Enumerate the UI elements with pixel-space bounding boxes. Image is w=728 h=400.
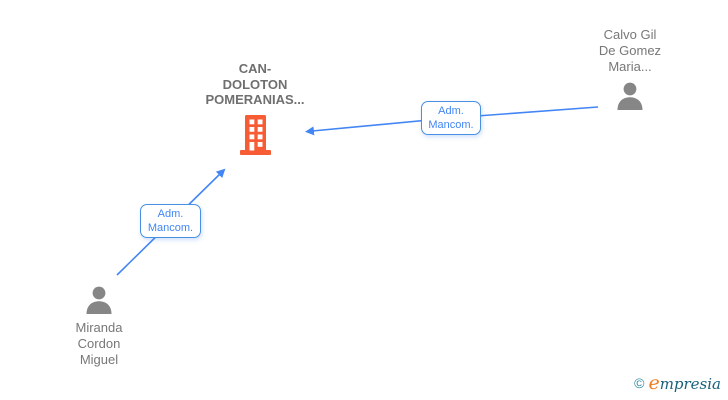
building-icon[interactable] [239, 114, 272, 155]
empresia-logo-initial: e [648, 372, 660, 394]
person-icon[interactable] [615, 82, 645, 110]
person-icon[interactable] [84, 286, 114, 314]
edge-label-adm-mancom-calvo[interactable]: Adm. Mancom. [421, 101, 481, 135]
empresia-logo-text: mpresia [659, 375, 721, 393]
empresia-watermark: ©empresia [634, 372, 721, 394]
edge-label-adm-mancom-miranda[interactable]: Adm. Mancom. [140, 204, 201, 238]
company-name[interactable]: CAN- DOLOTON POMERANIAS... [205, 61, 305, 107]
node-person-miranda[interactable]: Miranda Cordon Miguel [24, 286, 174, 368]
person-name[interactable]: Calvo Gil De Gomez Maria... [598, 27, 662, 74]
copyright-icon: © [634, 375, 645, 391]
node-person-calvo[interactable]: Calvo Gil De Gomez Maria... [555, 27, 705, 110]
node-company[interactable]: CAN- DOLOTON POMERANIAS... [155, 61, 355, 155]
person-name[interactable]: Miranda Cordon Miguel [75, 320, 123, 367]
